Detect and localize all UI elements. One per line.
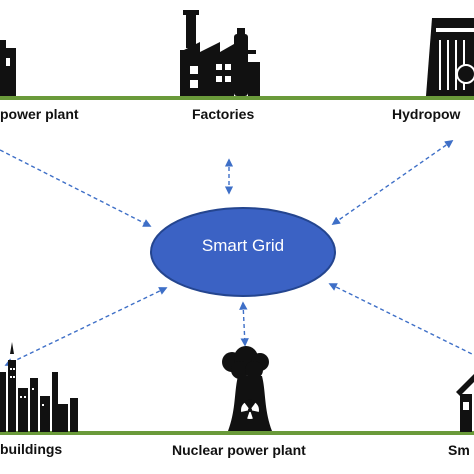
bottom-ground-line bbox=[0, 431, 474, 435]
smart-home-label: Sm bbox=[448, 442, 470, 458]
city-buildings-icon bbox=[0, 342, 78, 432]
hydropower-label: Hydropow bbox=[392, 106, 461, 122]
factories-label: Factories bbox=[192, 106, 255, 122]
hydropower-dam-icon bbox=[426, 18, 474, 96]
arrow-bottom-right bbox=[328, 283, 474, 356]
smart-grid-label: Smart Grid bbox=[201, 236, 285, 255]
buildings-label: buildings bbox=[0, 441, 63, 457]
arrow-bottom-center bbox=[239, 301, 249, 347]
arrow-bottom-left bbox=[4, 287, 168, 366]
top-ground-line bbox=[0, 96, 474, 100]
nuclear-power-plant-label: Nuclear power plant bbox=[172, 442, 306, 458]
arrow-top-left bbox=[0, 149, 152, 227]
nuclear-plant-icon bbox=[222, 346, 272, 431]
factory-icon bbox=[180, 10, 260, 96]
power-plant-label: power plant bbox=[0, 106, 79, 122]
smart-home-icon bbox=[456, 374, 474, 432]
smart-grid-hub bbox=[150, 207, 336, 297]
power-plant-icon bbox=[0, 40, 16, 96]
arrow-top-right bbox=[331, 140, 454, 225]
